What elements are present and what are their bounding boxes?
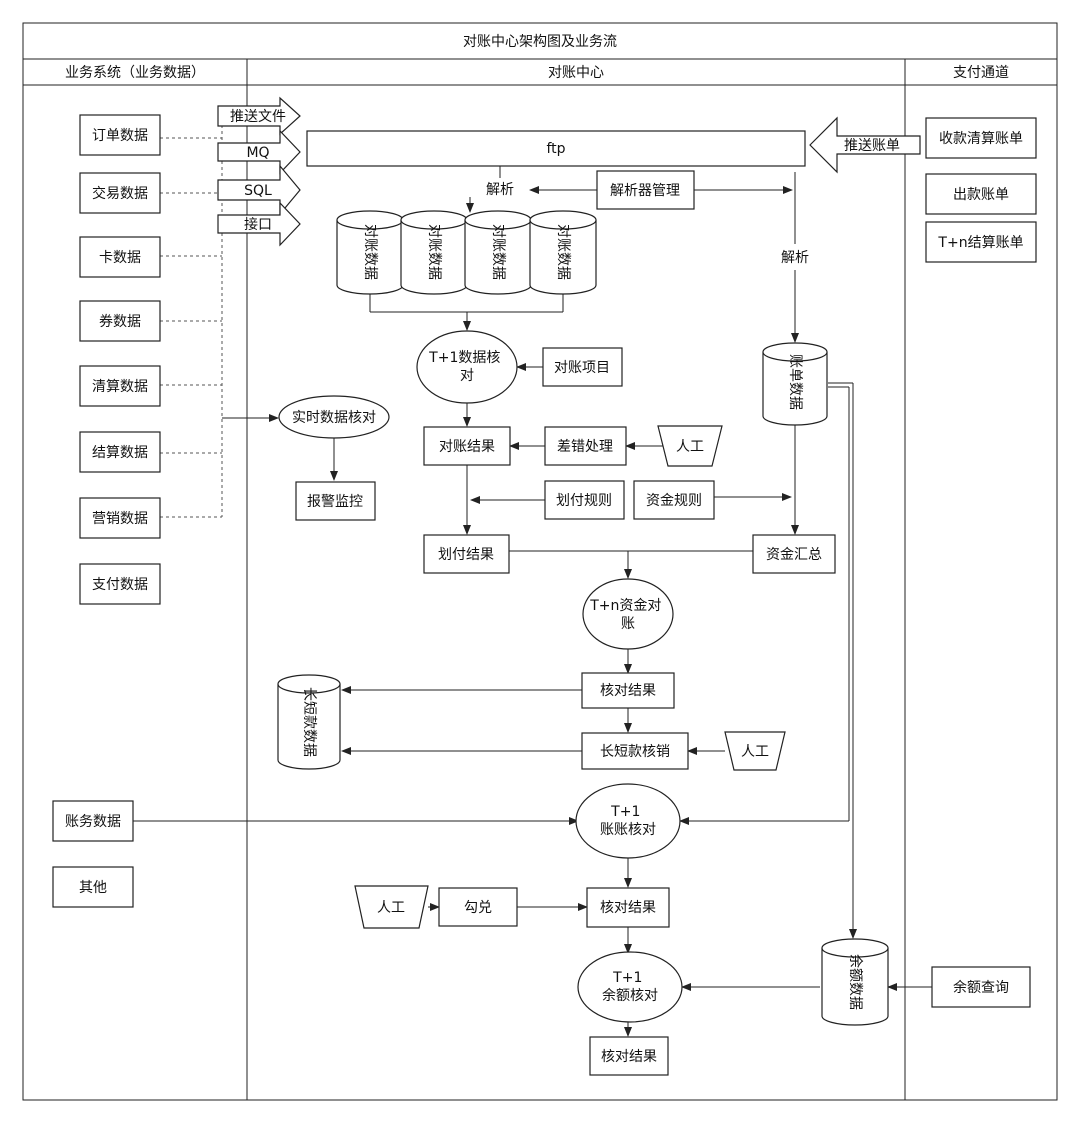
fund-summary-box: 资金汇总 xyxy=(766,547,822,563)
channel-shapes xyxy=(809,116,1037,1008)
tn-fund-check-ellipse: T+n资金对 账 xyxy=(589,598,666,632)
lane-header-channel: 支付通道 xyxy=(953,65,1009,81)
api-arrow: 接口 xyxy=(244,216,272,233)
recon-data-db-1: 对账数据 xyxy=(362,224,378,280)
cylinders xyxy=(277,210,889,1026)
mq-arrow: MQ xyxy=(246,145,269,161)
fund-rule-box: 资金规则 xyxy=(646,493,702,509)
diagram-title: 对账中心架构图及业务流 xyxy=(463,34,617,50)
realtime-check-ellipse: 实时数据核对 xyxy=(292,410,376,426)
push-file-arrow: 推送文件 xyxy=(230,109,286,125)
parser-mgmt-box: 解析器管理 xyxy=(610,183,680,199)
transfer-rule-box: 划付规则 xyxy=(556,493,612,509)
ls-writeoff-box: 长短款核销 xyxy=(600,744,670,760)
flow-connectors xyxy=(133,166,932,1037)
payout-bill-box: 出款账单 xyxy=(953,187,1009,203)
push-bill-arrow: 推送账单 xyxy=(844,138,900,154)
check-result-box-3: 核对结果 xyxy=(601,1049,657,1065)
sql-arrow: SQL xyxy=(244,183,272,199)
business-data-connectors xyxy=(160,125,223,518)
manual-shape-2: 人工 xyxy=(741,744,769,760)
order-data-box: 订单数据 xyxy=(92,128,148,144)
recon-item-box: 对账项目 xyxy=(554,360,610,376)
lane-header-center: 对账中心 xyxy=(548,65,604,81)
payment-data-box: 支付数据 xyxy=(92,577,148,593)
long-short-data-db: 长短款数据 xyxy=(301,687,317,757)
swimlane-frame xyxy=(22,22,1058,1101)
transport-arrows xyxy=(217,96,301,247)
t1-check-ellipse: T+1数据核 对 xyxy=(428,350,505,384)
other-data-box: 其他 xyxy=(79,880,107,896)
check-result-box-1: 核对结果 xyxy=(600,683,656,699)
marketing-data-box: 营销数据 xyxy=(92,511,148,527)
t1-account-check-ellipse: T+1 账账核对 xyxy=(600,804,656,838)
collect-bill-box: 收款清算账单 xyxy=(939,131,1023,147)
diff-proc-box: 差错处理 xyxy=(557,439,613,455)
recon-result-box: 对账结果 xyxy=(439,439,495,455)
alarm-box: 报警监控 xyxy=(307,494,363,510)
bill-data-db: 账单数据 xyxy=(787,354,803,410)
center-boxes xyxy=(295,130,836,1076)
manual-shapes xyxy=(354,425,786,929)
balance-data-db: 余额数据 xyxy=(847,954,864,1010)
settlement-data-box: 结算数据 xyxy=(92,445,148,461)
recon-data-db-3: 对账数据 xyxy=(490,224,506,280)
t1-balance-check-ellipse: T+1 余额核对 xyxy=(602,970,658,1004)
lane-header-business: 业务系统（业务数据） xyxy=(65,65,205,81)
ellipses xyxy=(278,330,683,1023)
tn-bill-box: T+n结算账单 xyxy=(937,235,1023,251)
coupon-data-box: 券数据 xyxy=(99,314,141,330)
parse-label-left: 解析 xyxy=(486,182,514,198)
balance-query-box: 余额查询 xyxy=(953,979,1009,996)
recon-data-db-4: 对账数据 xyxy=(555,224,571,280)
manual-shape-3: 人工 xyxy=(377,900,405,916)
ftp-box: ftp xyxy=(546,141,565,157)
check-result-box-2: 核对结果 xyxy=(600,900,656,916)
transfer-result-box: 划付结果 xyxy=(438,547,494,563)
clearing-data-box: 清算数据 xyxy=(92,379,148,395)
tick-box: 勾兑 xyxy=(464,900,492,916)
card-data-box: 卡数据 xyxy=(99,250,141,266)
manual-shape-1: 人工 xyxy=(676,439,704,455)
accounting-data-box: 账务数据 xyxy=(65,814,121,830)
trade-data-box: 交易数据 xyxy=(92,185,148,202)
recon-data-db-2: 对账数据 xyxy=(426,224,442,280)
parse-label-right: 解析 xyxy=(781,250,809,266)
business-data-boxes xyxy=(52,114,161,908)
